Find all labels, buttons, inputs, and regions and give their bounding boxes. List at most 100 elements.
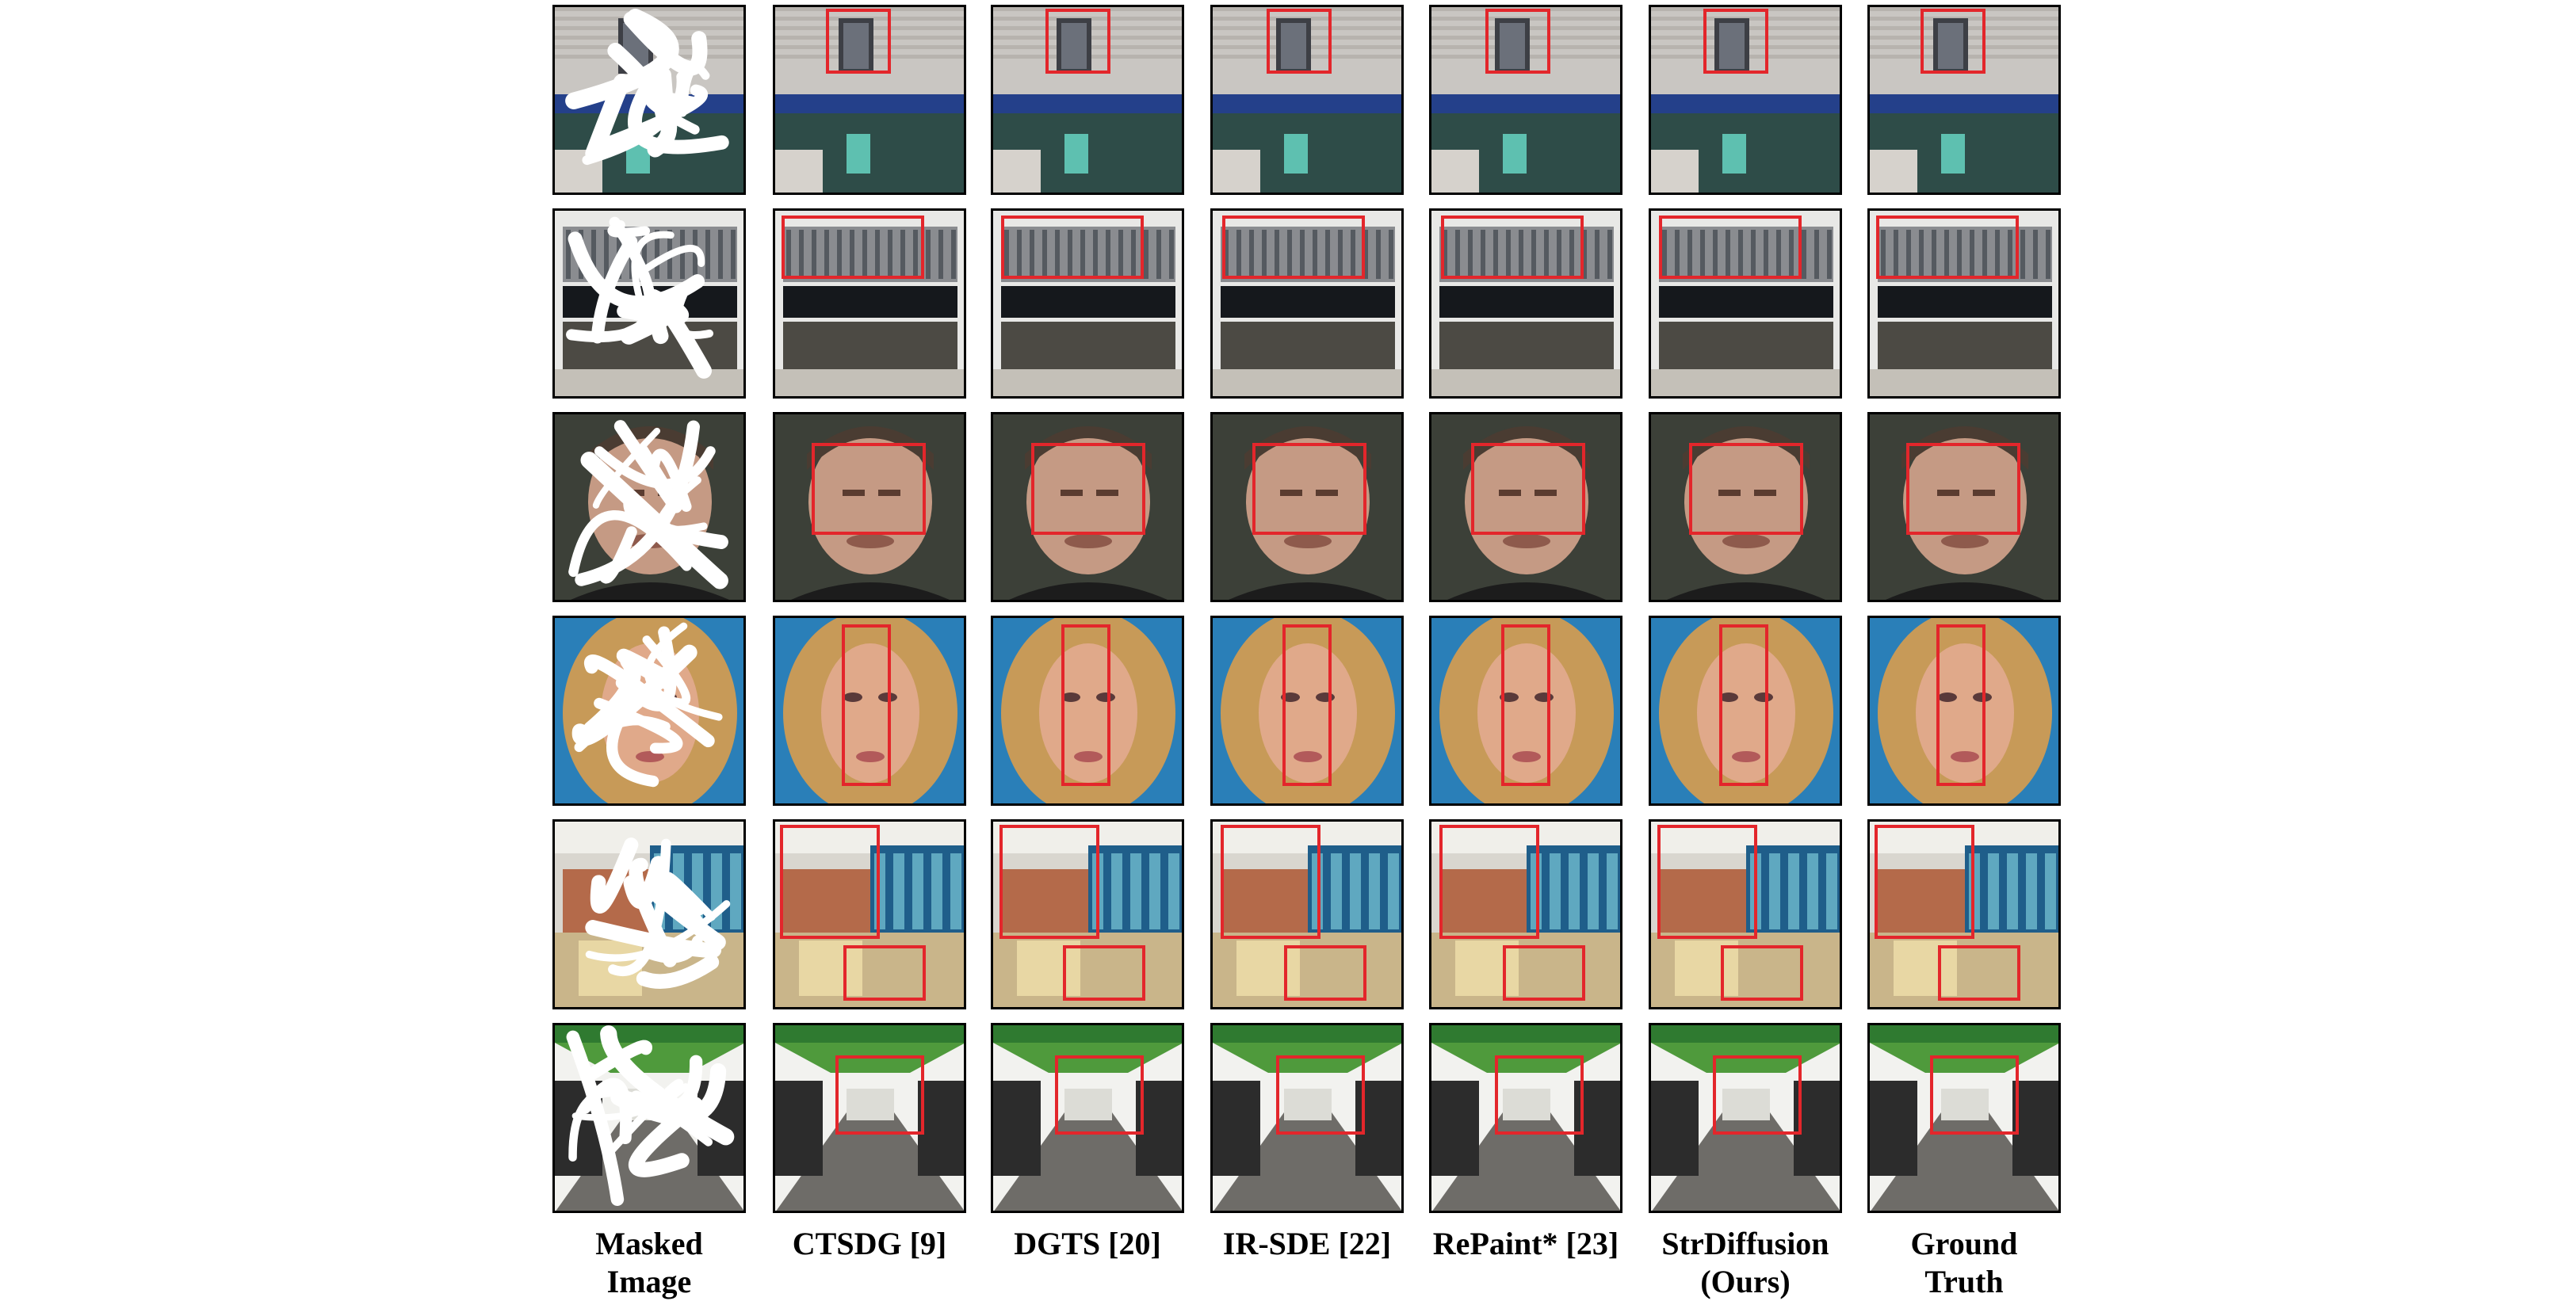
highlight-box	[1503, 945, 1585, 1001]
highlight-box	[1485, 9, 1550, 74]
highlight-box	[1222, 216, 1365, 279]
column-label: CTSDG [9]	[766, 1225, 973, 1263]
highlight-box	[1721, 945, 1803, 1001]
column-label-line2: Image	[606, 1264, 692, 1299]
highlight-box	[1713, 1055, 1802, 1135]
highlight-box	[1657, 825, 1757, 939]
result-image-tile	[773, 208, 966, 399]
highlight-box	[1001, 216, 1144, 279]
highlight-box	[1495, 1055, 1584, 1135]
highlight-box	[1876, 216, 2019, 279]
result-image-tile	[1649, 616, 1842, 806]
masked-image-tile	[552, 616, 746, 806]
highlight-box	[1938, 945, 2020, 1001]
result-image-tile	[1210, 616, 1404, 806]
column-label-line1: Masked	[595, 1226, 703, 1261]
column-label-line1: StrDiffusion	[1661, 1226, 1829, 1261]
highlight-box	[1875, 825, 1974, 939]
masked-image-tile	[552, 208, 746, 399]
result-image-tile	[773, 1023, 966, 1213]
highlight-box	[1276, 1055, 1365, 1135]
highlight-box	[1930, 1055, 2019, 1135]
highlight-box	[1501, 624, 1550, 786]
highlight-box	[1921, 9, 1986, 74]
highlight-box	[1936, 624, 1986, 786]
highlight-box	[826, 9, 891, 74]
highlight-box	[1471, 443, 1585, 535]
highlight-box	[1221, 825, 1320, 939]
highlight-box	[1284, 945, 1366, 1001]
result-image-tile	[1210, 819, 1404, 1009]
highlight-box	[1061, 624, 1110, 786]
highlight-box	[1703, 9, 1768, 74]
result-image-tile	[773, 412, 966, 602]
result-image-tile	[1210, 5, 1404, 195]
column-label-line2: Truth	[1924, 1264, 2004, 1299]
result-image-tile	[1210, 1023, 1404, 1213]
highlight-box	[1063, 945, 1145, 1001]
masked-image-tile	[552, 5, 746, 195]
result-image-tile	[773, 819, 966, 1009]
result-image-tile	[773, 616, 966, 806]
result-image-tile	[1210, 412, 1404, 602]
highlight-box	[835, 1055, 924, 1135]
column-label-line1: Ground	[1910, 1226, 2018, 1261]
result-image-tile	[1429, 412, 1622, 602]
result-image-tile	[1429, 616, 1622, 806]
result-image-tile	[773, 5, 966, 195]
result-image-tile	[991, 819, 1184, 1009]
result-image-tile	[1429, 5, 1622, 195]
result-image-tile	[991, 208, 1184, 399]
column-label-line1: DGTS [20]	[1014, 1226, 1161, 1261]
highlight-box	[1906, 443, 2020, 535]
highlight-box	[999, 825, 1099, 939]
highlight-box	[1031, 443, 1145, 535]
masked-image-tile	[552, 819, 746, 1009]
result-image-tile	[1867, 819, 2061, 1009]
highlight-box	[1267, 9, 1332, 74]
highlight-box	[1055, 1055, 1144, 1135]
highlight-box	[843, 945, 926, 1001]
column-label: DGTS [20]	[984, 1225, 1191, 1263]
highlight-box	[812, 443, 926, 535]
highlight-box	[1045, 9, 1110, 74]
result-image-tile	[991, 5, 1184, 195]
result-image-tile	[1867, 208, 2061, 399]
result-image-tile	[1867, 616, 2061, 806]
column-label-line2: (Ours)	[1700, 1264, 1791, 1299]
result-image-tile	[1210, 208, 1404, 399]
column-label-line1: CTSDG [9]	[792, 1226, 947, 1261]
result-image-tile	[1649, 208, 1842, 399]
result-image-tile	[1867, 1023, 2061, 1213]
result-image-tile	[1429, 819, 1622, 1009]
result-image-tile	[1649, 412, 1842, 602]
highlight-box	[780, 825, 880, 939]
highlight-box	[842, 624, 891, 786]
highlight-box	[1441, 216, 1584, 279]
highlight-box	[1689, 443, 1803, 535]
column-label: RePaint* [23]	[1423, 1225, 1629, 1263]
highlight-box	[1439, 825, 1539, 939]
result-image-tile	[991, 1023, 1184, 1213]
result-image-tile	[1649, 1023, 1842, 1213]
result-image-tile	[991, 616, 1184, 806]
highlight-box	[1252, 443, 1366, 535]
result-image-tile	[1649, 819, 1842, 1009]
highlight-box	[1659, 216, 1802, 279]
column-label-line1: RePaint* [23]	[1432, 1226, 1619, 1261]
highlight-box	[782, 216, 924, 279]
result-image-tile	[991, 412, 1184, 602]
result-image-tile	[1867, 5, 2061, 195]
result-image-tile	[1429, 1023, 1622, 1213]
result-image-tile	[1429, 208, 1622, 399]
highlight-box	[1719, 624, 1768, 786]
highlight-box	[1282, 624, 1332, 786]
result-image-tile	[1649, 5, 1842, 195]
result-image-tile	[1867, 412, 2061, 602]
column-label: IR-SDE [22]	[1204, 1225, 1410, 1263]
column-label: StrDiffusion(Ours)	[1642, 1225, 1848, 1301]
column-label-line1: IR-SDE [22]	[1222, 1226, 1392, 1261]
